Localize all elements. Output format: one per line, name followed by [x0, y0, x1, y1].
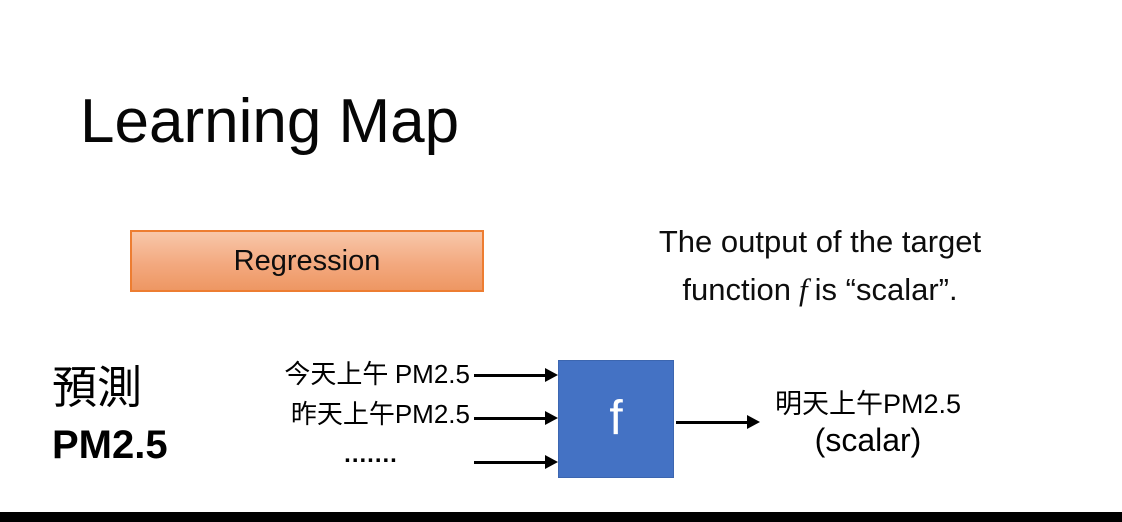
- arrow-shaft: [474, 416, 545, 420]
- scalar-note-line2-pre: function: [682, 272, 791, 307]
- regression-label: Regression: [233, 244, 381, 277]
- arrow-shaft: [676, 420, 747, 424]
- output-label-scalar: (scalar): [814, 422, 922, 458]
- input-arrow-1: [474, 368, 558, 382]
- input-label-yesterday-cjk: 昨天上午: [290, 400, 395, 429]
- scalar-note-f-symbol: f: [799, 272, 808, 307]
- regression-box: Regression: [130, 230, 484, 292]
- task-label-pm25: PM2.5: [52, 423, 168, 467]
- output-label-cjk: 明天上午: [774, 389, 883, 419]
- function-box: f: [558, 360, 674, 478]
- arrow-head: [545, 411, 558, 425]
- scalar-note-line1: The output of the target: [658, 224, 982, 259]
- arrow-head: [545, 455, 558, 469]
- arrow-head: [747, 415, 760, 429]
- input-label-today: 今天上午 PM2.5: [284, 359, 470, 390]
- input-label-ellipsis: .......: [344, 441, 398, 468]
- arrow-head: [545, 368, 558, 382]
- scalar-note-line2-post: is “scalar”.: [814, 272, 958, 307]
- output-block: 明天上午PM2.5 (scalar): [756, 388, 980, 460]
- bottom-black-bar: [0, 512, 1122, 522]
- input-arrow-3: [474, 455, 558, 469]
- input-label-yesterday-latin: PM2.5: [394, 399, 470, 429]
- input-arrow-2: [474, 411, 558, 425]
- output-arrow: [676, 415, 760, 429]
- slide-title: Learning Map: [80, 87, 460, 156]
- arrow-shaft: [474, 373, 545, 377]
- function-label: f: [609, 392, 623, 445]
- input-label-today-latin: PM2.5: [394, 359, 470, 389]
- input-label-today-cjk: 今天上午: [284, 360, 395, 389]
- arrow-shaft: [474, 460, 545, 464]
- task-label-cjk: 預測: [52, 363, 143, 413]
- output-label-latin: PM2.5: [882, 389, 962, 419]
- input-label-yesterday: 昨天上午PM2.5: [291, 399, 470, 430]
- output-label-tomorrow: 明天上午PM2.5: [756, 388, 980, 420]
